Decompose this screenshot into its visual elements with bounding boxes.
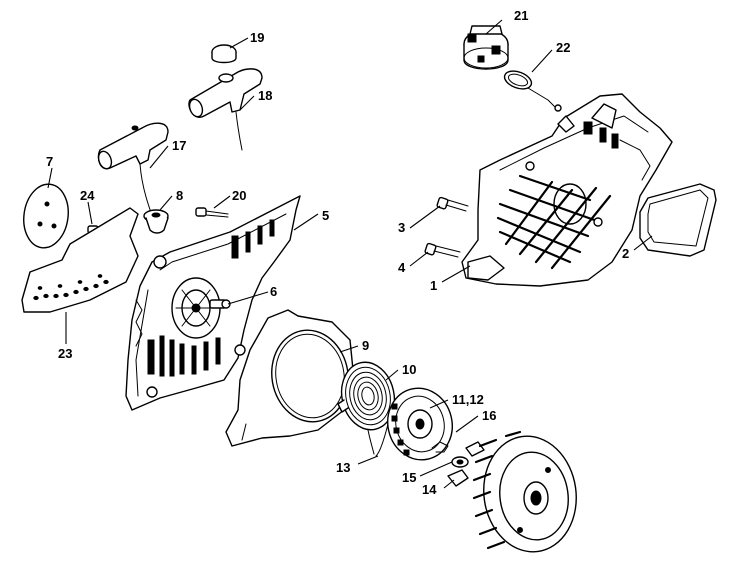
callout-4: 4 <box>398 260 406 275</box>
part-11-12-rope-rotor[interactable] <box>375 381 460 466</box>
callout-3: 3 <box>398 220 405 235</box>
callout-22: 22 <box>556 40 570 55</box>
part-2-gasket[interactable] <box>639 183 717 257</box>
part-21-valve[interactable] <box>463 25 509 70</box>
callout-13: 13 <box>336 460 350 475</box>
part-flywheel[interactable] <box>472 430 584 558</box>
callout-20: 20 <box>232 188 246 203</box>
part-15-washer[interactable] <box>451 456 469 468</box>
callout-14: 14 <box>422 482 437 497</box>
part-22-o-ring[interactable] <box>502 68 562 112</box>
part-8-rope-bushing[interactable] <box>143 209 169 234</box>
leader-lines <box>47 19 653 489</box>
part-5-fan-housing[interactable] <box>125 195 301 411</box>
part-4-screw[interactable] <box>424 242 461 258</box>
callout-19: 19 <box>250 30 264 45</box>
part-10-rewind-spring[interactable] <box>335 357 400 455</box>
callout-23: 23 <box>58 346 72 361</box>
callout-2: 2 <box>622 246 629 261</box>
part-18-starter-grip[interactable] <box>187 68 263 151</box>
callout-21: 21 <box>514 8 528 23</box>
callout-labels: 21 22 19 18 17 7 24 8 20 5 6 23 9 10 11,… <box>46 8 629 497</box>
callout-18: 18 <box>258 88 272 103</box>
part-9-fan-shroud[interactable] <box>225 309 355 447</box>
part-7-disc[interactable] <box>20 181 72 251</box>
callout-1: 1 <box>430 278 437 293</box>
part-3-screw[interactable] <box>436 196 469 212</box>
callout-16: 16 <box>482 408 496 423</box>
part-19-cap[interactable] <box>211 44 237 64</box>
part-1-crankcase[interactable] <box>461 93 673 287</box>
callout-11-12: 11,12 <box>452 392 484 407</box>
callout-9: 9 <box>362 338 369 353</box>
callout-6: 6 <box>270 284 277 299</box>
callout-15: 15 <box>402 470 416 485</box>
callout-24: 24 <box>80 188 95 203</box>
callout-5: 5 <box>322 208 329 223</box>
callout-7: 7 <box>46 154 53 169</box>
part-17-starter-grip[interactable] <box>96 122 169 233</box>
callout-17: 17 <box>172 138 186 153</box>
part-23-guide-plate[interactable] <box>21 207 139 313</box>
part-16-spring-clip[interactable] <box>431 441 449 453</box>
part-pawl-small <box>465 441 485 457</box>
callout-10: 10 <box>402 362 416 377</box>
callout-8: 8 <box>176 188 183 203</box>
part-6-pivot <box>221 299 231 309</box>
part-14-pawl[interactable] <box>447 469 469 487</box>
part-20-bolt[interactable] <box>195 207 229 218</box>
